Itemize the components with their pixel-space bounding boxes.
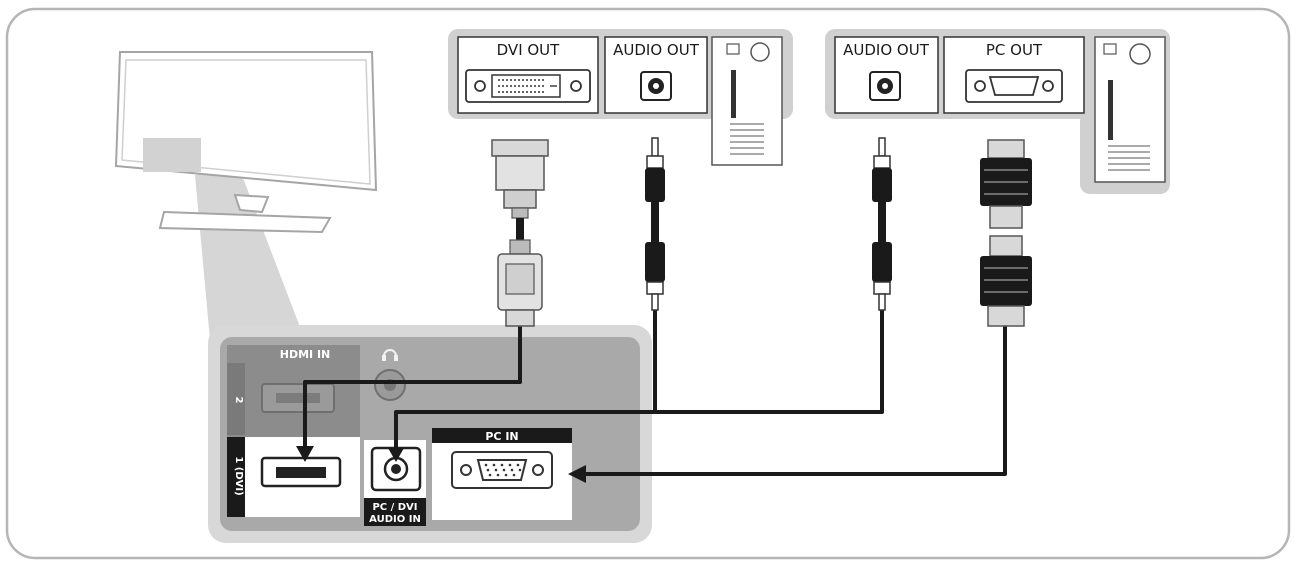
- cables: [303, 298, 1007, 476]
- headphone-icon: [382, 349, 398, 361]
- pc1-tower: [711, 36, 783, 166]
- pc1-audio-out-label: AUDIO OUT: [613, 41, 700, 59]
- dvi-connector: [491, 139, 549, 248]
- tv-rear-panel: HDMI IN 2 1 (DVI) PC / DVI AUDIO IN PC I…: [208, 325, 652, 543]
- pc1-rear-panel: DVI OUT AUDIO OUT: [448, 29, 793, 166]
- vga-arrow: [568, 465, 586, 483]
- pc1-audio-plug-bottom: [645, 242, 665, 311]
- audio-in-label-line2: AUDIO IN: [369, 514, 421, 525]
- hdmi-in-label: HDMI IN: [280, 348, 331, 361]
- pc-out-label: PC OUT: [986, 41, 1043, 59]
- tv-illustration: [114, 51, 378, 340]
- tv-port-area: [143, 138, 201, 172]
- vga-connector-top: [980, 139, 1032, 229]
- pc2-audio-plug-top: [872, 137, 892, 242]
- vga-cable: [576, 323, 1007, 476]
- hdmi-port-1-label: 1 (DVI): [233, 456, 244, 495]
- hdmi-arrow: [296, 446, 314, 462]
- hdmi-connector: [497, 239, 543, 327]
- dvi-out-label: DVI OUT: [497, 41, 561, 59]
- pc1-audio-plug-top: [645, 137, 665, 242]
- pc-in-label: PC IN: [485, 430, 518, 443]
- pc2-audio-cable: [394, 298, 884, 457]
- audio-arrow: [388, 448, 404, 462]
- pc2-tower: [1094, 36, 1166, 183]
- pc2-rear-panel: AUDIO OUT PC OUT: [825, 29, 1170, 194]
- hdmi-port-2-label: 2: [233, 397, 244, 404]
- audio-in-label-line1: PC / DVI: [372, 502, 417, 513]
- zoom-wedge: [195, 170, 305, 340]
- pc2-audio-out-label: AUDIO OUT: [843, 41, 930, 59]
- pc2-audio-plug-bottom: [872, 242, 892, 311]
- hdmi-cable: [303, 323, 522, 457]
- tv-stand: [158, 210, 332, 234]
- vga-connector-bottom: [980, 235, 1032, 327]
